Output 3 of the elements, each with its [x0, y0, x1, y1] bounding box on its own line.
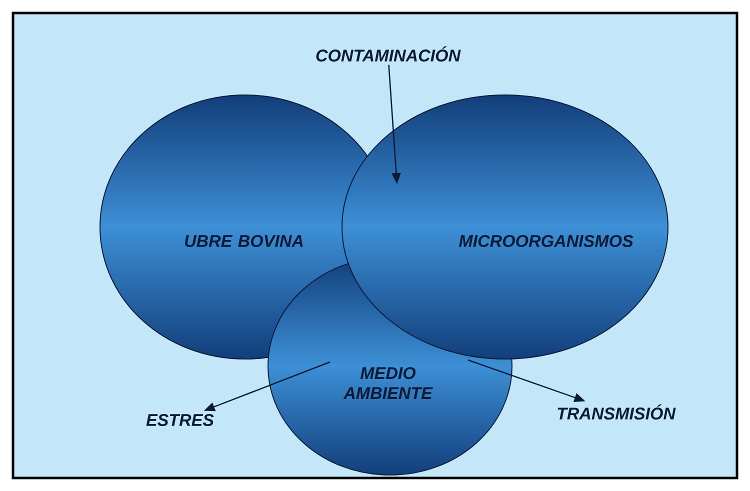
- text-label: TRANSMISIÓN: [558, 404, 676, 420]
- text-label: ESTRES: [146, 414, 214, 426]
- text-label: CONTAMINACIÓN: [316, 46, 461, 62]
